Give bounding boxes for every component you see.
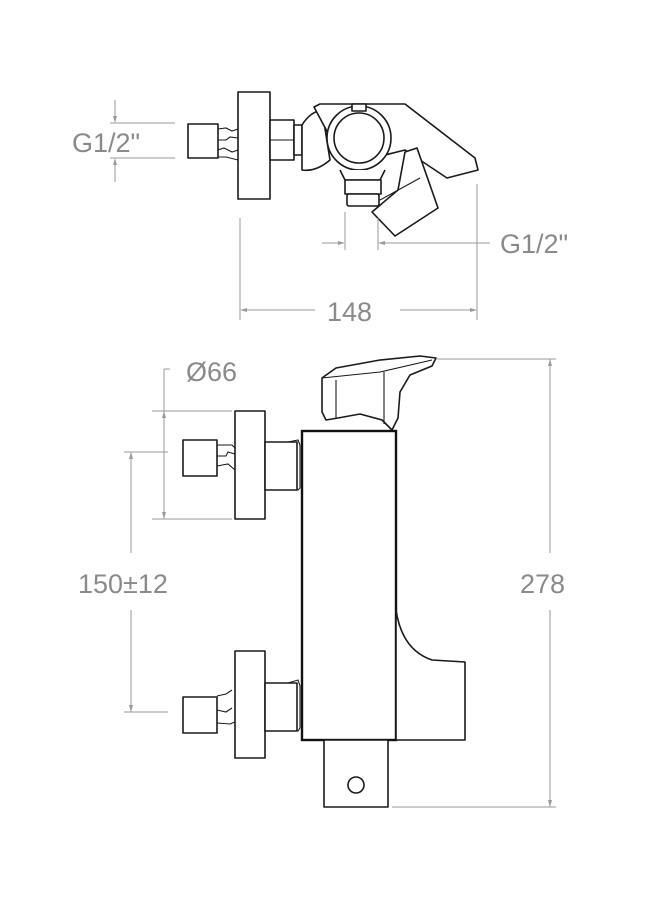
outlet-neck	[339, 169, 386, 181]
upper-inlet-connector	[182, 439, 218, 477]
upper-eccentric	[216, 444, 236, 471]
upper-union-nut	[264, 441, 298, 491]
inlet-spacing-label: 150±12	[78, 569, 168, 599]
lower-union-nut	[264, 682, 298, 732]
outlet-nut	[344, 179, 382, 195]
upper-wall-flange	[234, 410, 266, 520]
flange-diameter-label: Ø66	[186, 357, 237, 387]
lower-wall-flange	[234, 650, 266, 759]
spout	[395, 609, 466, 741]
front-view: Ø66 150±12 278	[78, 355, 565, 808]
eccentric-fitting	[217, 127, 239, 161]
outlet-thread-label: G1/2"	[500, 229, 568, 259]
lower-eccentric	[216, 689, 236, 725]
mixer-body	[300, 429, 398, 742]
front-lever-handle	[321, 355, 437, 431]
height-label: 278	[520, 569, 565, 599]
wall-flange	[237, 91, 271, 200]
outlet-thread	[346, 193, 380, 207]
cartridge-core	[333, 112, 385, 164]
outlet-hole	[347, 776, 365, 794]
depth-label: 148	[327, 297, 372, 327]
top-view: G1/2" G1/2" 148	[72, 91, 568, 327]
inlet-connector	[187, 123, 219, 159]
nut-collar	[293, 124, 303, 156]
lower-inlet-connector	[182, 696, 218, 734]
inlet-thread-label: G1/2"	[72, 128, 140, 158]
bottom-outlet-block	[323, 739, 389, 808]
